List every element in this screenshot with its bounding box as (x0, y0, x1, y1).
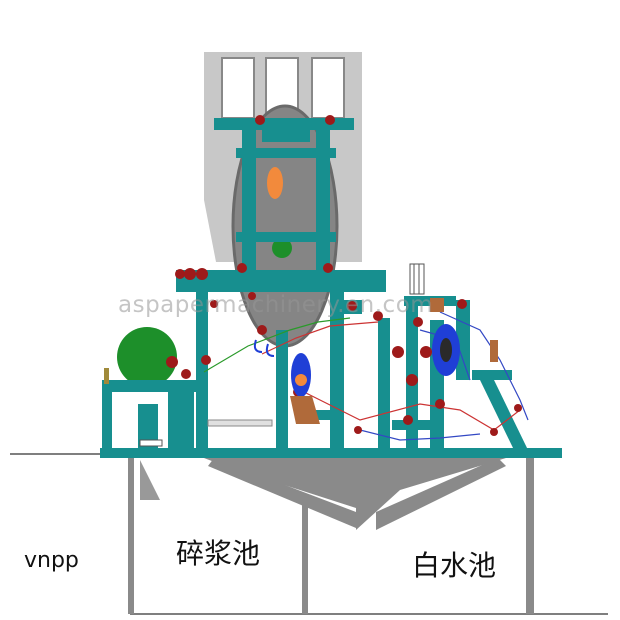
felt-rolls (175, 115, 522, 436)
white-water-pit-label: 白水池 (412, 549, 497, 582)
main-frame (176, 118, 528, 450)
vnpp-label: vnpp (24, 548, 79, 573)
watermark-text: aspapermachinery.en.com (118, 292, 434, 318)
pit-hoppers (140, 458, 506, 530)
hooks (253, 339, 275, 357)
forming-section (290, 263, 498, 424)
pit-walls (128, 458, 534, 614)
felt-lines (203, 311, 529, 441)
reel-section (102, 327, 198, 450)
broke-pit-label: 碎浆池 (176, 537, 261, 570)
machine-bed (100, 448, 562, 458)
